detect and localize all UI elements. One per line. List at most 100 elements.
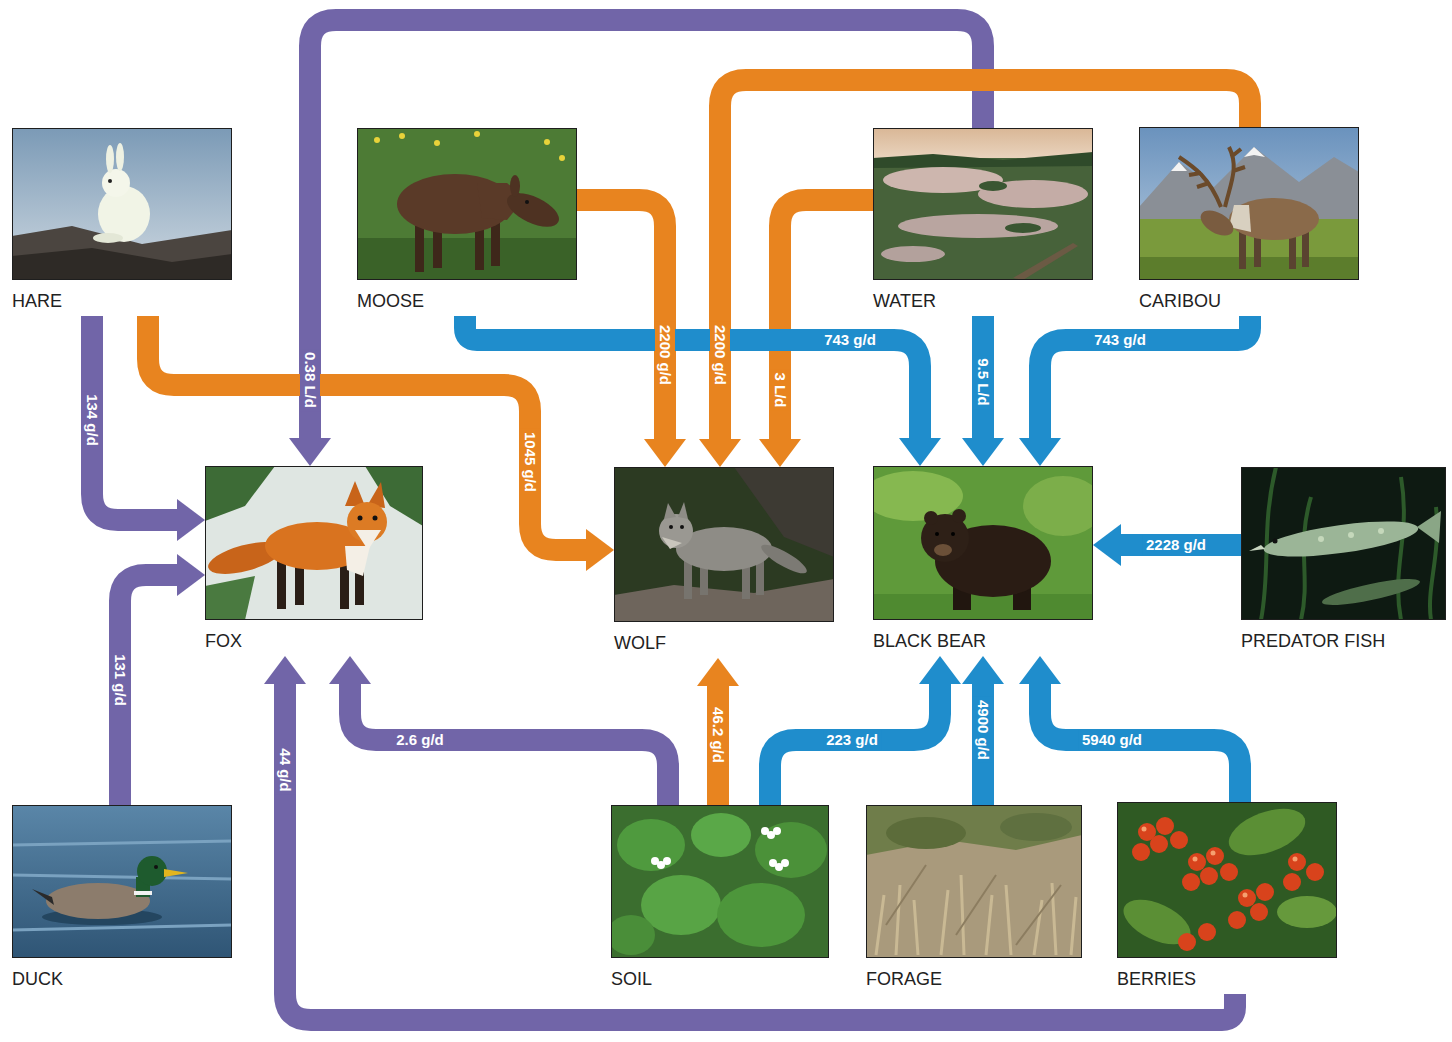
arrow-head [962, 438, 1004, 466]
forage-photo-part [1000, 813, 1072, 841]
water-photo-part [979, 181, 1007, 191]
moose-photo [357, 128, 577, 280]
hare-photo-part [93, 233, 123, 243]
soil-photo-part-part [781, 859, 789, 867]
flow-arrow [962, 316, 1004, 466]
caribou-photo-part [1196, 205, 1237, 240]
arrow-head [919, 656, 961, 684]
species-node: HARE [12, 128, 232, 316]
fox-photo [205, 466, 423, 620]
species-label: WATER [873, 290, 936, 316]
photo-frame [873, 466, 1093, 620]
fish-photo-part [1262, 514, 1420, 563]
berries-photo-part-part [1150, 835, 1168, 853]
berries-photo-part-part [1243, 893, 1248, 898]
species-label: WOLF [614, 632, 666, 658]
photo-frame [873, 128, 1093, 280]
moose-photo-part [357, 238, 577, 280]
flow-label: 9.5 L/d [973, 355, 993, 409]
water-photo-part [898, 214, 1058, 238]
species-label: PREDATOR FISH [1241, 630, 1385, 656]
fox-photo-part [205, 466, 423, 620]
caribou-photo-part [1139, 257, 1359, 280]
flow-label: 134 g/d [82, 391, 102, 449]
flow-arrow [962, 656, 1004, 805]
moose-photo-part [559, 155, 565, 161]
flow-band [972, 316, 994, 438]
forage-photo-part [886, 865, 1061, 945]
flow-band [148, 316, 586, 550]
soil-photo-part-part [761, 827, 769, 835]
bear-photo-part [934, 544, 952, 556]
flow-band [707, 686, 729, 805]
forage-photo-part [876, 875, 1076, 955]
forage-photo [866, 805, 1082, 958]
flow-band [780, 200, 873, 439]
water-photo-part [873, 152, 1093, 168]
flow-band [1040, 684, 1240, 802]
bear-photo [863, 466, 1103, 620]
soil-photo-part-part [651, 857, 659, 865]
hare-photo-part [12, 128, 232, 280]
flow-arrow [120, 554, 205, 805]
arrow-head [644, 439, 686, 467]
wolf-photo [614, 467, 834, 622]
flow-band [285, 684, 1235, 1020]
arrow-head [177, 554, 205, 596]
berries-photo-part-part [1306, 863, 1324, 881]
species-node: MOOSE [357, 128, 577, 316]
hare-photo-part [116, 143, 124, 171]
photo-frame [12, 805, 232, 958]
arrow-head [699, 439, 741, 467]
moose-photo-part [357, 128, 577, 280]
hare-photo-part [12, 248, 232, 280]
bear-photo-part [863, 471, 963, 521]
forage-photo-part [866, 805, 1082, 855]
berries-photo-part-part [1188, 853, 1206, 871]
arrow-head [177, 499, 205, 541]
flow-label: 131 g/d [110, 651, 130, 709]
berries-photo-part [1132, 817, 1324, 951]
arrow-head [962, 656, 1004, 684]
water-photo-part [1013, 243, 1078, 280]
duck-photo-part [32, 889, 54, 905]
wolf-photo-part [669, 525, 673, 529]
flow-label: 3 L/d [770, 369, 790, 410]
species-node: PREDATOR FISH [1241, 467, 1446, 656]
berries-photo [1117, 800, 1337, 958]
caribou-photo [1139, 127, 1359, 280]
soil-photo-part [617, 819, 685, 871]
water-photo-part [978, 180, 1088, 208]
photo-frame [1117, 802, 1337, 958]
photo-frame [1139, 127, 1359, 280]
fish-photo-part [1318, 536, 1324, 542]
arrow-head [1019, 438, 1061, 466]
flow-label: 2200 g/d [655, 322, 675, 388]
berries-photo-part-part [1198, 923, 1216, 941]
berries-photo-part-part [1220, 863, 1238, 881]
flow-label: 743 g/d [821, 330, 879, 350]
flow-band [577, 200, 665, 439]
species-label: FORAGE [866, 968, 942, 994]
wolf-photo-part [614, 579, 834, 622]
species-label: HARE [12, 290, 62, 316]
species-label: CARIBOU [1139, 290, 1221, 316]
photo-frame [1241, 467, 1446, 620]
berries-photo-part-part [1200, 867, 1218, 885]
soil-photo-part-part [773, 827, 781, 835]
berries-photo-part-part [1211, 851, 1216, 856]
fox-photo-part [358, 516, 363, 521]
flow-band [350, 684, 668, 805]
wolf-photo-part [758, 540, 810, 578]
arrow-head [899, 438, 941, 466]
moose-photo-part [474, 131, 480, 137]
soil-photo-part [641, 875, 721, 935]
arrow-head [1019, 656, 1061, 684]
fox-photo-part [373, 516, 378, 521]
moose-photo-part [399, 133, 405, 139]
flow-arrow [148, 316, 614, 571]
flow-band [720, 80, 1250, 439]
wolf-photo-part [684, 559, 692, 599]
hare-photo-part [108, 179, 112, 183]
